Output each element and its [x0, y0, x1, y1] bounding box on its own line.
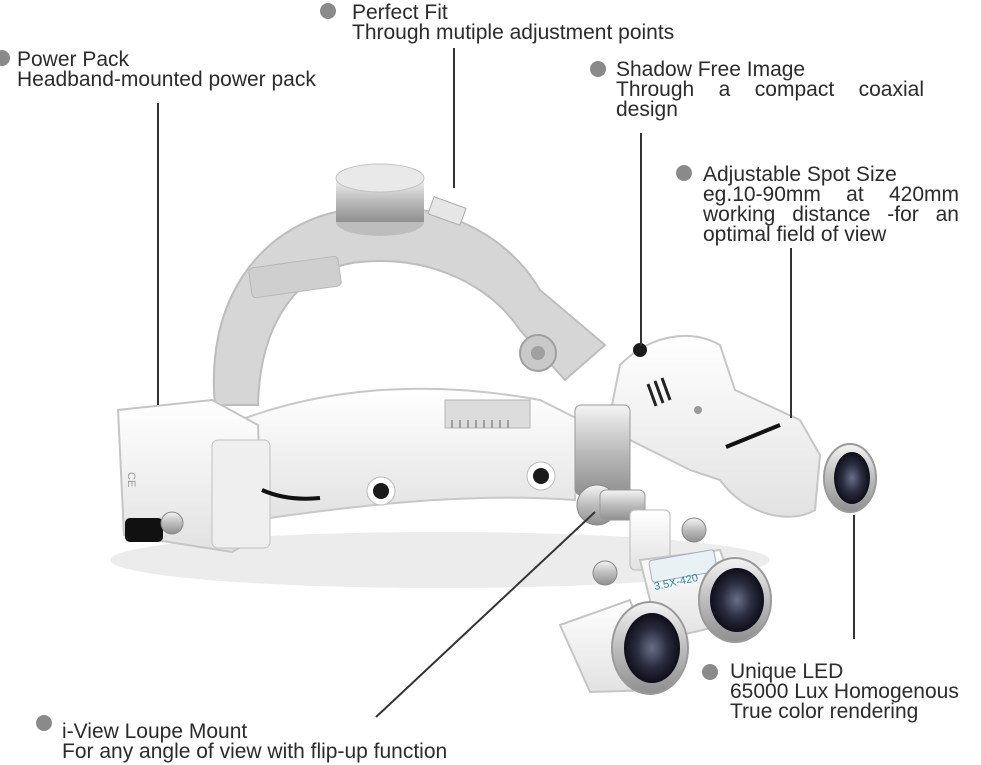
callout-description-line: 65000 Lux Homogenous: [730, 680, 959, 703]
callout-description: Through mutiple adjustment points: [352, 21, 675, 44]
leader-shadow-free: [640, 133, 642, 345]
leader-unique-led: [853, 515, 855, 639]
callout-shadow-free: Shadow Free Image Through a compact coax…: [616, 58, 924, 121]
led-light-head: [610, 334, 822, 518]
callout-description-line: True color rendering: [730, 700, 919, 723]
bullet-dot: [320, 3, 336, 19]
led-lens: [834, 452, 870, 504]
bullet-dot: [702, 664, 718, 680]
callout-title: i-View Loupe Mount: [62, 720, 248, 743]
callout-description: eg.10-90mm at 420mm working distance -fo…: [703, 183, 959, 246]
callout-description: Through a compact coaxial design: [616, 78, 924, 121]
leader-power-pack: [157, 103, 159, 405]
callout-spot-size: Adjustable Spot Size eg.10-90mm at 420mm…: [703, 163, 959, 246]
top-adjustment-knob: [335, 163, 425, 193]
callout-perfect-fit: Perfect Fit Through mutiple adjustment p…: [352, 1, 675, 44]
callout-title: Shadow Free Image: [616, 58, 806, 81]
callout-description: Headband-mounted power pack: [17, 68, 316, 91]
leader-spot-size: [790, 248, 792, 418]
leader-perfect-fit: [453, 48, 455, 188]
callout-title: Adjustable Spot Size: [703, 163, 897, 186]
bullet-dot: [0, 50, 10, 66]
callout-unique-led: Unique LED 65000 Lux Homogenous True col…: [730, 660, 959, 723]
callout-loupe-mount: i-View Loupe Mount For any angle of view…: [62, 720, 448, 763]
headband-arc: [212, 205, 607, 406]
right-loupe-lens: [710, 568, 764, 632]
svg-text:CE: CE: [125, 472, 137, 487]
bullet-dot: [36, 715, 52, 731]
callout-title: Unique LED: [730, 660, 844, 683]
bullet-dot: [590, 61, 606, 77]
callout-title: Power Pack: [17, 48, 130, 71]
callout-description: For any angle of view with flip-up funct…: [62, 740, 448, 763]
bullet-dot: [676, 165, 692, 181]
left-loupe-lens: [624, 613, 680, 683]
callout-power-pack: Power Pack Headband-mounted power pack: [17, 48, 316, 91]
callout-title: Perfect Fit: [352, 1, 448, 24]
